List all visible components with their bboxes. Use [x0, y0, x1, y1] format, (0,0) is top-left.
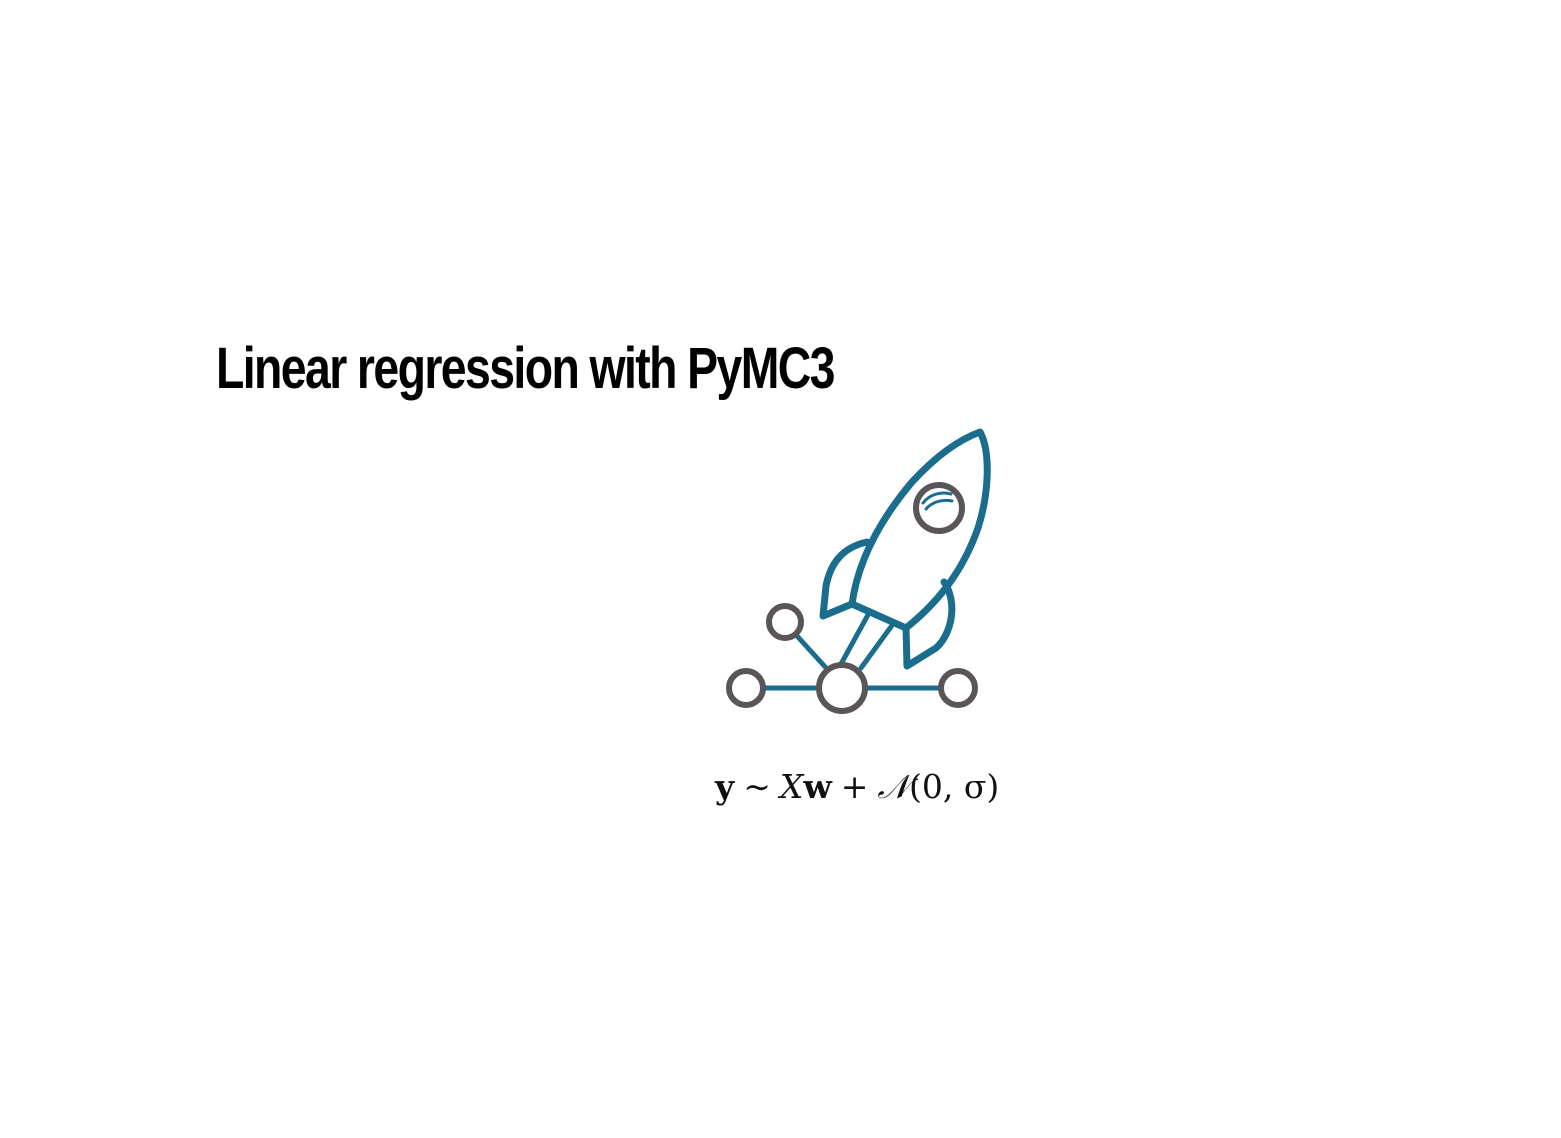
- equation-design-matrix: X: [779, 767, 804, 806]
- equation-normal-dist: 𝒩: [877, 767, 910, 806]
- equation-dist-args: (0, σ): [909, 767, 1000, 806]
- equation-weights: w: [803, 767, 832, 806]
- slide-title: Linear regression with PyMC3: [216, 336, 835, 401]
- equation-lhs: y: [715, 767, 735, 806]
- equation-plus: +: [840, 767, 869, 806]
- regression-equation: y∼Xw+𝒩(0, σ): [715, 764, 999, 810]
- pymc3-logo: [700, 410, 1020, 730]
- equation-relation: ∼: [743, 767, 771, 806]
- pymc3-rocket-network-icon: [726, 428, 991, 714]
